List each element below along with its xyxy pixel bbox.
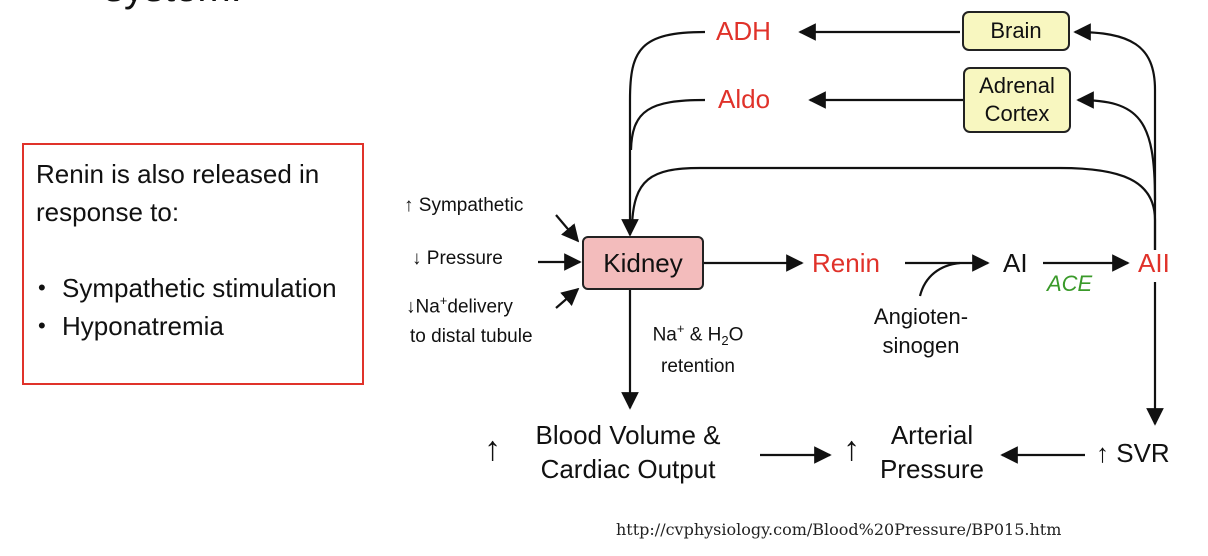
- pressure-label: ↓ Pressure: [412, 248, 503, 269]
- na-delivery-prefix: ↓Na: [406, 296, 440, 318]
- na-delivery-label-line2: to distal tubule: [410, 326, 533, 347]
- retention-o: O: [728, 324, 744, 346]
- blood-volume-line1: Blood Volume &: [535, 420, 721, 450]
- retention-line2: retention: [661, 356, 735, 378]
- arterial-line2: Pressure: [879, 454, 985, 484]
- na-delivery-sup: +: [439, 293, 448, 308]
- note-bullet-item: • Hyponatremia: [36, 307, 337, 345]
- angiotensinogen-label: Angioten- sinogen: [856, 302, 986, 360]
- arrow-aii-to-kidney: [630, 166, 1157, 250]
- retention-line1: Na+ & H2O: [634, 316, 762, 354]
- aii-label: AII: [1138, 248, 1170, 278]
- slide-title-fragment: system.: [104, 0, 242, 11]
- retention-label: Na+ & H2O retention: [634, 316, 762, 380]
- blood-volume-line2: Cardiac Output: [540, 454, 716, 484]
- ai-label: AI: [1003, 248, 1028, 278]
- angiotensinogen-line1: Angioten-: [873, 304, 969, 329]
- retention-sub: 2: [721, 333, 729, 349]
- source-url: http://cvphysiology.com/Blood%20Pressure…: [616, 520, 1062, 539]
- retention-sup: +: [676, 321, 685, 336]
- adrenal-cortex-label-line1: Adrenal: [979, 73, 1055, 98]
- note-heading: Renin is also released in response to:: [36, 159, 320, 227]
- sympathetic-label: ↑ Sympathetic: [404, 195, 524, 216]
- renin-label: Renin: [812, 248, 880, 278]
- arrow-aldo-to-kidney: [629, 98, 706, 151]
- brain-label: Brain: [990, 18, 1042, 43]
- adrenal-cortex-box: Adrenal Cortex: [963, 67, 1071, 133]
- na-delivery-label: ↓Na+delivery: [406, 293, 513, 318]
- note-bullet-text: Hyponatremia: [62, 311, 224, 341]
- note-bullet-item: • Sympathetic stimulation: [36, 269, 337, 307]
- note-bullet-text: Sympathetic stimulation: [62, 273, 337, 303]
- arterial-up-arrow: ↑: [843, 430, 860, 468]
- bullet-dot-icon: •: [38, 313, 46, 338]
- adh-label: ADH: [716, 16, 771, 46]
- arterial-pressure-label: Arterial Pressure: [862, 418, 1002, 486]
- adrenal-cortex-label-line2: Cortex: [984, 101, 1050, 126]
- arrow-aii-to-brain: [1073, 23, 1157, 250]
- retention-na: Na: [652, 324, 677, 346]
- arrow-adh-to-kidney: [621, 30, 706, 237]
- brain-box: Brain: [962, 11, 1070, 51]
- arrow-aii-to-adrenal: [1076, 91, 1157, 201]
- blood-volume-up-arrow: ↑: [484, 430, 501, 468]
- arrow-na-to-kidney: [555, 287, 580, 309]
- kidney-label: Kidney: [603, 247, 683, 278]
- arterial-line1: Arterial: [890, 420, 974, 450]
- bullet-dot-icon: •: [38, 275, 46, 300]
- svr-label: ↑ SVR: [1096, 438, 1170, 468]
- ace-label: ACE: [1047, 271, 1093, 296]
- blood-volume-label: Blood Volume & Cardiac Output: [508, 418, 748, 486]
- angiotensinogen-line2: sinogen: [882, 333, 960, 358]
- aldo-label: Aldo: [718, 84, 771, 114]
- na-delivery-rest: delivery: [447, 296, 513, 318]
- note-bullet-list: • Sympathetic stimulation • Hyponatremia: [36, 269, 337, 345]
- arrow-sympathetic-to-kidney: [555, 214, 580, 243]
- kidney-box: Kidney: [582, 236, 704, 290]
- arrow-angiotensinogen-curve: [918, 261, 961, 297]
- retention-mid: & H: [689, 324, 722, 346]
- note-box: Renin is also released in response to: •…: [22, 143, 364, 385]
